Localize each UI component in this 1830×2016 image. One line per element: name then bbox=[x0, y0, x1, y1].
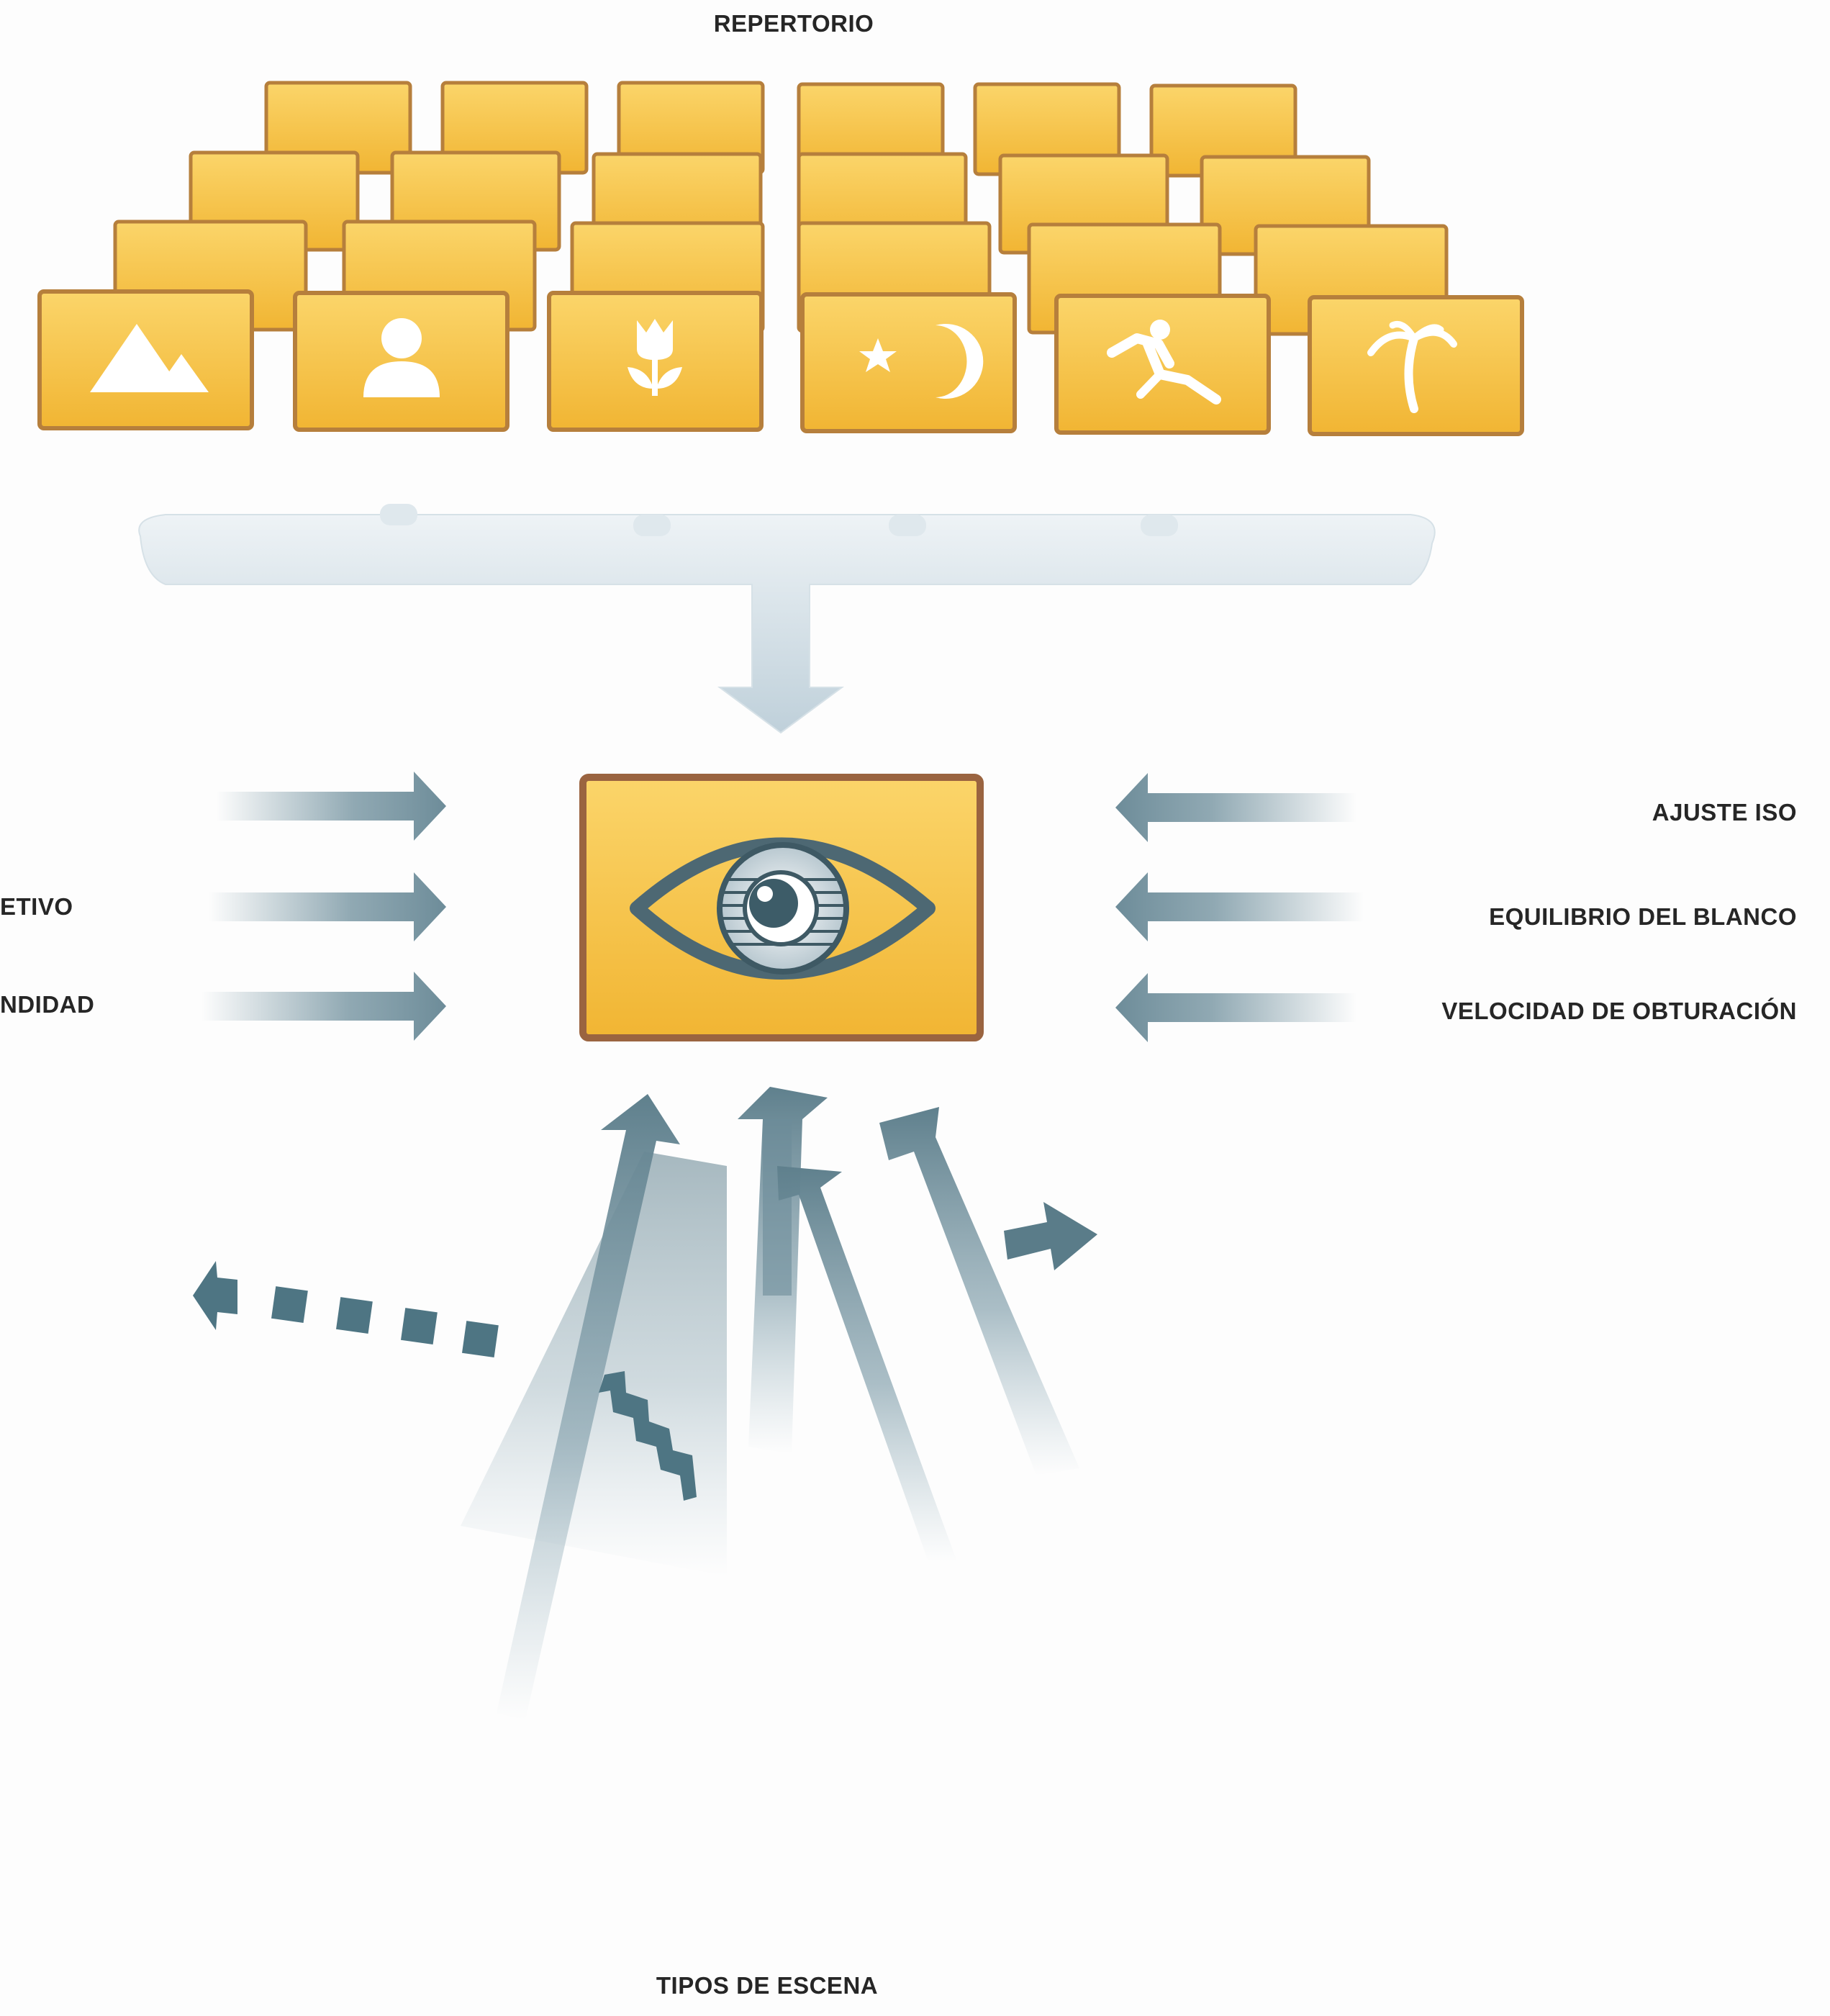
central-card bbox=[583, 777, 980, 1038]
left-label-2: NDIDAD bbox=[0, 993, 94, 1016]
scene-arrows bbox=[193, 1087, 1097, 1720]
card-landscape bbox=[40, 291, 252, 428]
left-arrows bbox=[201, 772, 446, 1041]
collector-arrow bbox=[139, 504, 1435, 733]
card-portrait bbox=[295, 293, 507, 430]
right-label-iso: AJUSTE ISO bbox=[1652, 800, 1797, 824]
left-label-1: ETIVO bbox=[0, 895, 73, 918]
dashed-arrow bbox=[193, 1261, 499, 1357]
right-label-shutter-speed: VELOCIDAD DE OBTURACIÓN bbox=[1441, 999, 1797, 1023]
repertoire-cards bbox=[40, 83, 1522, 434]
repertoire-title: REPERTORIO bbox=[714, 12, 874, 35]
card-sport bbox=[1056, 296, 1269, 433]
card-night bbox=[802, 294, 1015, 431]
right-arrows bbox=[1115, 773, 1364, 1042]
card-beach bbox=[1310, 297, 1522, 434]
card-flower bbox=[549, 293, 761, 430]
right-label-white-balance: EQUILIBRIO DEL BLANCO bbox=[1489, 905, 1797, 928]
scene-types-title: TIPOS DE ESCENA bbox=[656, 1974, 878, 1997]
